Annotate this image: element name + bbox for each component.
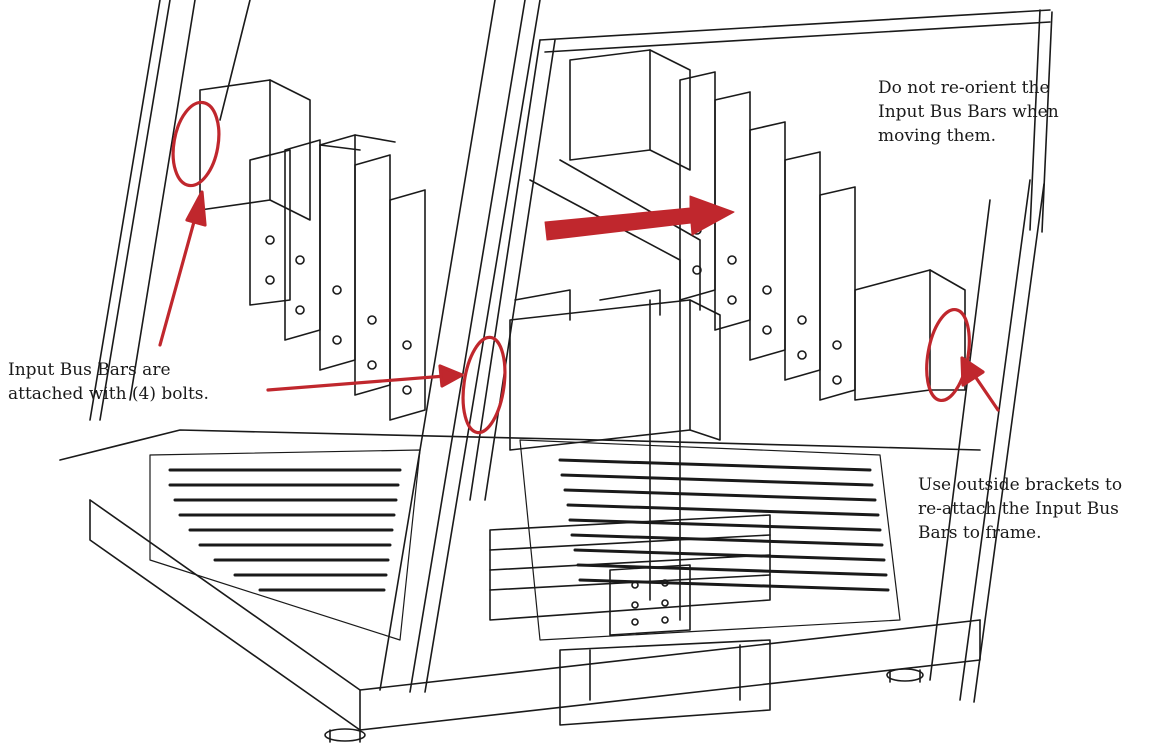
arrow-right-bracket [960,356,1000,412]
input-bus-bars-left [199,79,426,421]
callout-attached-with-bolts: Input Bus Bars are attached with (4) bol… [8,360,209,404]
cabinet-frame [59,0,1053,743]
bolt-circle-center-post [461,335,507,435]
perforated-floor [149,439,901,641]
callout-do-not-reorient: Do not re-orient the Input Bus Bars when… [878,78,1059,146]
bolt-circle-left-bracket [171,100,221,188]
red-annotations [158,100,1000,435]
center-transformer [489,159,771,636]
input-bus-bars-right [569,49,966,401]
arrow-left-bracket [158,190,207,347]
move-direction-arrow [544,195,735,241]
arrow-center-bolts [266,364,464,392]
bolt-circle-right-bracket [925,307,971,403]
callout-use-outside-brackets: Use outside brackets to re-attach the In… [918,475,1123,543]
